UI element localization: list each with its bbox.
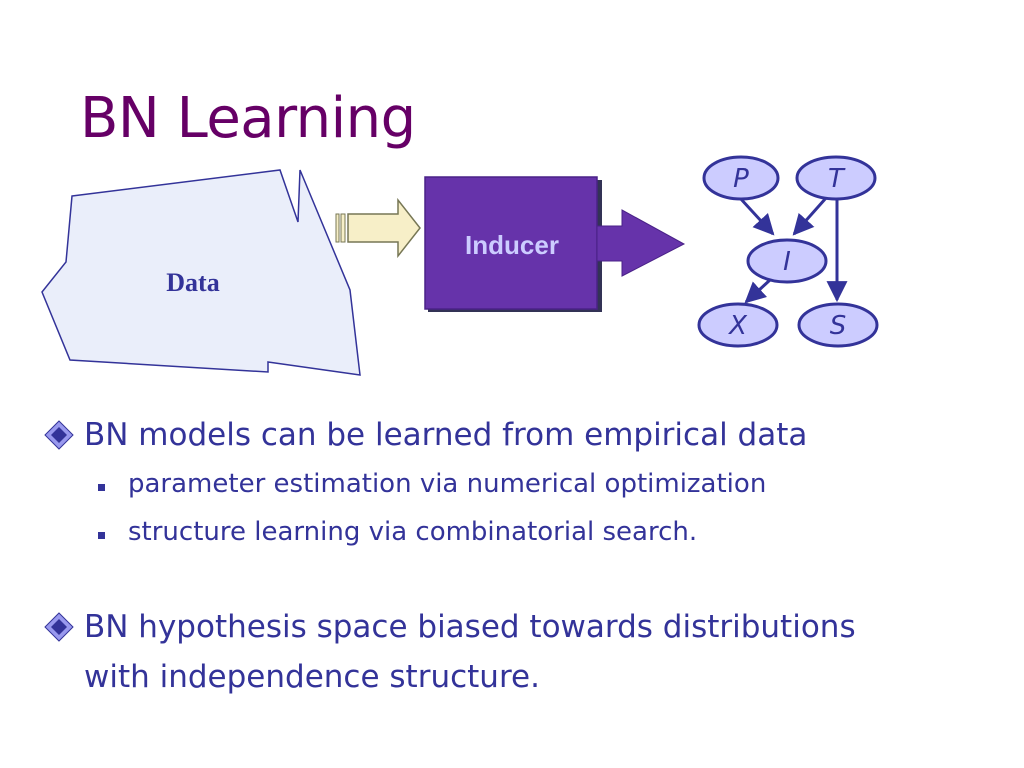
input-arrow [335, 197, 421, 259]
bn-node-t: T [795, 155, 877, 201]
inducer-label: Inducer [465, 230, 559, 260]
bullet-text-line-2: with independence structure. [84, 659, 540, 695]
svg-text:I: I [783, 247, 791, 277]
bn-node-i: I [746, 238, 828, 284]
output-arrow [596, 209, 686, 277]
sub-bullet-item: parameter estimation via numerical optim… [40, 460, 1000, 508]
bullet-item: BN models can be learned from empirical … [40, 410, 1000, 460]
edge-p-i [738, 196, 775, 236]
diamond-bullet-icon [44, 420, 74, 450]
svg-text:S: S [830, 311, 847, 341]
svg-text:P: P [733, 164, 749, 194]
sub-bullet-text: structure learning via combinatorial sea… [128, 517, 698, 547]
edge-i-x [744, 278, 772, 304]
svg-text:T: T [828, 164, 846, 194]
bn-edges [738, 196, 848, 304]
bn-node-p: P [702, 155, 780, 201]
bn-learning-diagram: Data Inducer P T I X S [41, 155, 879, 376]
diamond-bullet-icon [44, 612, 74, 642]
sub-bullet-item: structure learning via combinatorial sea… [40, 508, 1000, 556]
edge-t-i [792, 197, 828, 236]
sub-bullet-text: parameter estimation via numerical optim… [128, 469, 767, 499]
bn-node-x: X [697, 302, 779, 348]
bullet-list: BN models can be learned from empirical … [40, 410, 1000, 702]
svg-text:X: X [727, 311, 748, 341]
square-bullet-icon [98, 484, 105, 491]
square-bullet-icon [98, 532, 105, 539]
data-label: Data [166, 268, 219, 297]
bullet-text: BN models can be learned from empirical … [84, 417, 808, 453]
slide-title: BN Learning [80, 86, 416, 151]
bullet-text-line-1: BN hypothesis space biased towards distr… [84, 609, 856, 645]
inducer-box: Inducer [424, 176, 602, 312]
bn-node-s: S [797, 302, 879, 348]
bullet-item: BN hypothesis space biased towards distr… [40, 602, 1000, 702]
data-shape: Data [41, 169, 361, 376]
